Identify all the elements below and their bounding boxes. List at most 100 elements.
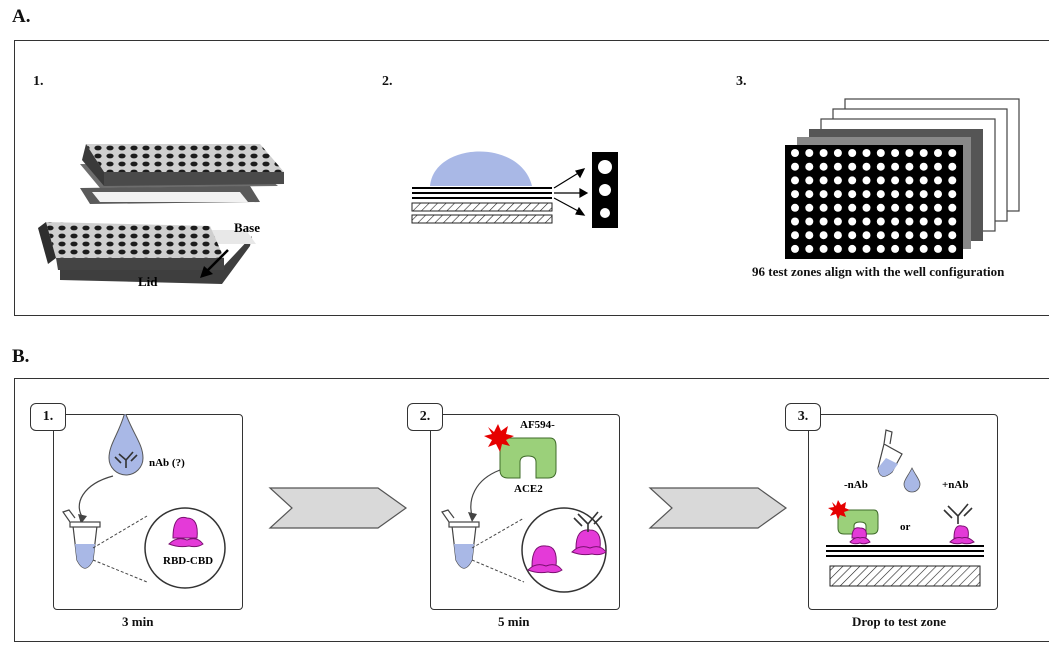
panel-a2-number: 2.: [382, 74, 393, 89]
test-zone-dot: [948, 244, 957, 253]
nab-label: nAb (?): [149, 457, 185, 469]
test-zone-dot: [948, 217, 957, 226]
curved-arrow: [78, 475, 114, 519]
step3-caption: Drop to test zone: [852, 614, 946, 629]
test-zone-dot: [876, 203, 885, 212]
plate-base-tray: [38, 186, 260, 284]
test-zone-dot: [791, 244, 799, 253]
well-plate-illustration: Base Lid: [38, 144, 284, 289]
test-zone-dot: [905, 231, 914, 240]
test-zone-dot: [934, 176, 942, 185]
microtube-icon-2: [441, 509, 480, 569]
test-zone-dot: [919, 244, 928, 253]
test-zone-dot: [891, 176, 900, 185]
test-zone-dot: [833, 203, 842, 212]
test-zone-dot: [891, 203, 900, 212]
rbd-protein-icon: [168, 516, 204, 548]
test-zone-dot: [833, 217, 842, 226]
test-zone-dot: [862, 244, 871, 253]
test-zone-dot: [891, 231, 900, 240]
zoom-circle: [144, 507, 226, 589]
test-zone-dot: [948, 176, 957, 185]
step1-illustration: nAb (?) RBD-CBD: [62, 414, 226, 589]
test-zone-dot: [848, 217, 857, 226]
test-zone-dot: [891, 217, 900, 226]
microtube-icon: [62, 509, 101, 569]
test-zone-dot: [805, 244, 814, 253]
base-label: Base: [234, 220, 260, 235]
test-zone-dot: [905, 203, 914, 212]
test-zone-dot: [905, 162, 914, 171]
test-zone-dot: [791, 203, 799, 212]
lid-label: Lid: [138, 274, 158, 289]
rbd-free-icon: [527, 545, 563, 574]
step3-illustration: -nAb +nAb or: [826, 429, 984, 587]
sample-droplet: [430, 151, 532, 186]
test-zone-dot: [934, 231, 942, 240]
test-zone-dot: [919, 231, 928, 240]
paper-layers: [411, 187, 553, 224]
test-zone-dot: [848, 231, 857, 240]
test-zone-dot: [934, 190, 942, 199]
test-zone-dot: [934, 217, 942, 226]
test-zone-dot: [819, 162, 828, 171]
test-zone-dot: [934, 149, 942, 157]
ace2-bound-rbd-icon: [828, 500, 879, 545]
drop-icon: [903, 467, 921, 493]
dispensing-tube-icon: [877, 429, 903, 477]
test-zone-dot: [891, 190, 900, 199]
test-zone-dot: [848, 149, 857, 157]
test-zone-dot: [948, 190, 957, 199]
step3-number: 3.: [785, 403, 821, 431]
test-zone-dot: [833, 190, 842, 199]
test-zone-dot: [819, 231, 828, 240]
layer-arrows: [553, 168, 589, 216]
test-zone-dot: [862, 231, 871, 240]
section-a-title: A.: [12, 6, 31, 27]
test-zone-dot: [905, 190, 914, 199]
test-zone-dot: [791, 217, 799, 226]
test-zone-dot: [948, 231, 957, 240]
test-zone-dot: [791, 162, 799, 171]
test-zone-dot: [805, 149, 814, 157]
test-zone-dot: [876, 231, 885, 240]
test-zone-dot: [876, 162, 885, 171]
or-label: or: [900, 521, 911, 533]
test-zone-sheets-stack: [785, 98, 1020, 259]
test-zone-dot: [833, 149, 842, 157]
test-zone-dot: [805, 162, 814, 171]
test-zone-dot: [876, 149, 885, 157]
panel-a3-caption: 96 test zones align with the well config…: [752, 264, 1005, 279]
test-zone-dot: [819, 176, 828, 185]
test-zone-dot: [819, 217, 828, 226]
test-zone-dot: [948, 203, 957, 212]
test-zone-dot: [848, 190, 857, 199]
test-zone-dot: [805, 203, 814, 212]
af594-label: AF594-: [520, 419, 555, 431]
test-zone-dot: [891, 149, 900, 157]
neg-nab-label: -nAb: [844, 479, 868, 491]
test-zone-dot: [934, 244, 942, 253]
test-zone-dot: [891, 244, 900, 253]
section-b-title: B.: [12, 346, 30, 367]
test-zone-dot: [919, 203, 928, 212]
slide-direction-arrow: [200, 249, 229, 278]
test-zone-dot: [919, 190, 928, 199]
step1-number: 1.: [30, 403, 66, 431]
test-zone-dot: [919, 149, 928, 157]
test-zone-dot: [905, 176, 914, 185]
test-zone-dot: [948, 162, 957, 171]
test-zone-dot: [919, 176, 928, 185]
test-zone-dot: [919, 217, 928, 226]
front-sheet-96-zones: [785, 145, 963, 259]
test-zone-dot: [848, 176, 857, 185]
test-zone-dot: [833, 244, 842, 253]
ace2-label: ACE2: [514, 483, 543, 495]
test-zone-dot: [876, 217, 885, 226]
layered-paper-illustration: [411, 151, 618, 228]
test-zone-dot: [848, 203, 857, 212]
panel-a1-number: 1.: [33, 74, 44, 89]
rbd-label: RBD-CBD: [163, 555, 213, 567]
test-zone-dot: [862, 203, 871, 212]
test-zone-dot: [791, 231, 799, 240]
